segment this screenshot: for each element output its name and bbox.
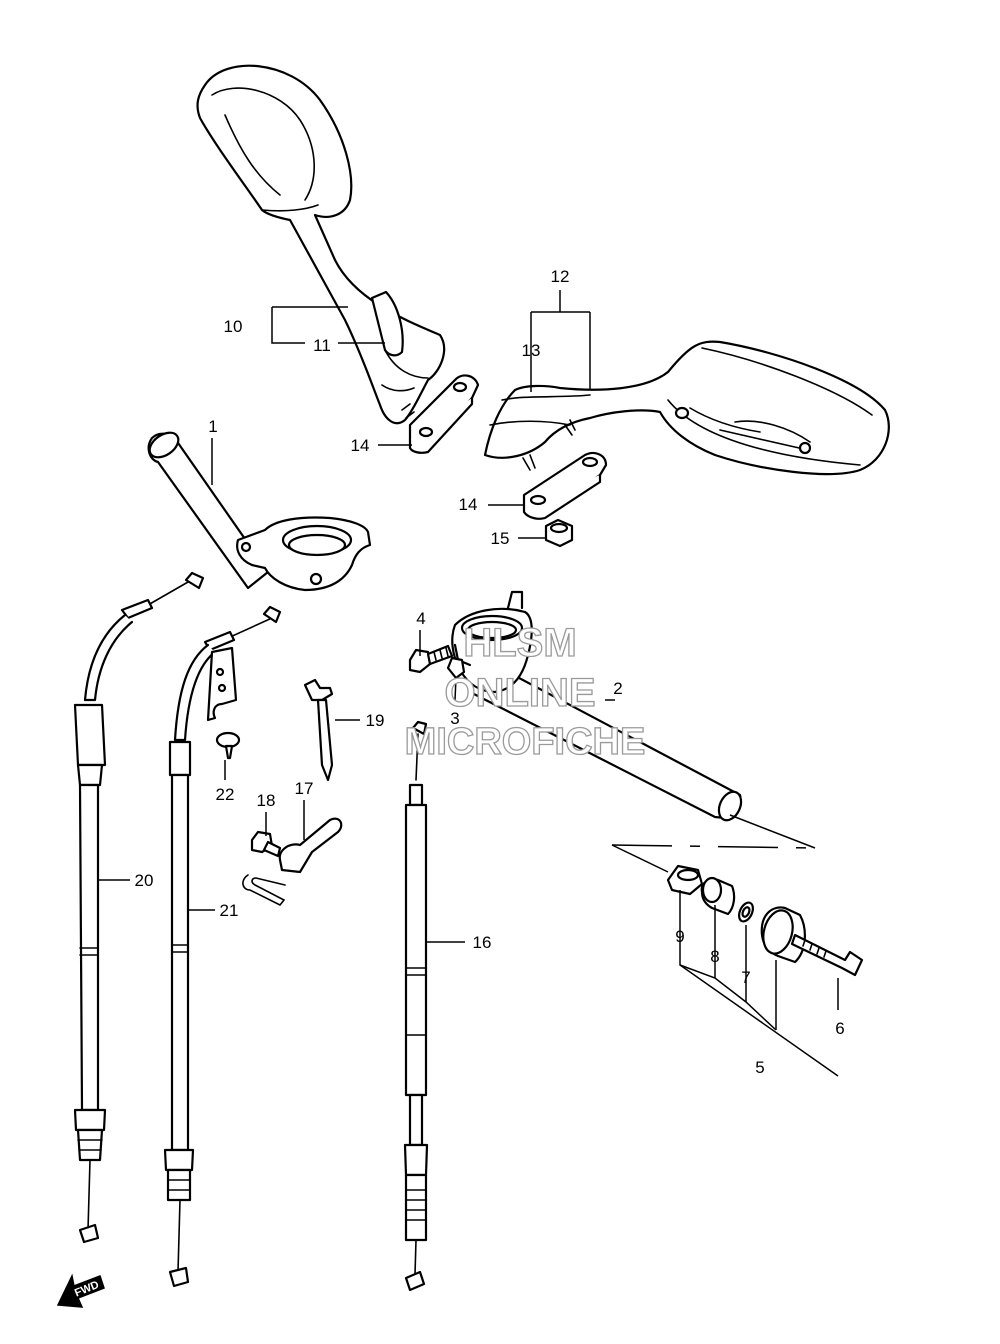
cable-bracket[interactable]	[206, 646, 238, 722]
watermark-line-2: ONLINE	[444, 671, 595, 715]
callout-1: 1	[208, 417, 217, 436]
left-mirror[interactable]	[196, 64, 446, 425]
throttle-cable-20[interactable]	[73, 571, 205, 1244]
clutch-cable-16[interactable]	[403, 720, 429, 1292]
callout-5: 5	[755, 1058, 764, 1077]
callout-14-lower: 14	[459, 495, 478, 514]
fwd-label: FWD	[73, 1279, 101, 1300]
handlebar-bolt[interactable]	[408, 644, 454, 674]
bar-end-screw[interactable]	[790, 933, 864, 977]
right-mirror[interactable]	[483, 340, 890, 476]
callout-8: 8	[710, 947, 719, 966]
callout-18: 18	[257, 791, 276, 810]
cable-clamp[interactable]	[242, 817, 343, 907]
callout-16: 16	[473, 933, 492, 952]
bar-end-washer[interactable]	[736, 900, 755, 923]
throttle-cable-21[interactable]	[163, 605, 282, 1288]
bar-end-spacer[interactable]	[700, 876, 736, 916]
bar-end-weight[interactable]	[759, 906, 806, 964]
watermark-line-3: MICROFICHE	[405, 721, 646, 763]
callout-2: 2	[613, 679, 622, 698]
callout-17: 17	[295, 779, 314, 798]
mirror-nut[interactable]	[544, 518, 574, 548]
bracket-screw[interactable]	[215, 731, 241, 760]
callout-3: 3	[450, 709, 459, 728]
callout-9: 9	[675, 927, 684, 946]
handlebar-right[interactable]	[451, 590, 745, 824]
mirror-mount-plate-right[interactable]	[522, 451, 608, 520]
watermark-line-1: HLSM	[463, 621, 576, 665]
bar-end-holder[interactable]	[666, 864, 704, 896]
handlebar-spacer[interactable]	[446, 656, 466, 680]
handlebar-left[interactable]	[145, 428, 372, 592]
callout-20: 20	[135, 871, 154, 890]
callout-10: 10	[224, 317, 243, 336]
callout-12: 12	[551, 267, 570, 286]
callout-13: 13	[522, 341, 541, 360]
callout-22: 22	[216, 785, 235, 804]
mirror-mount-plate-left[interactable]	[408, 374, 480, 454]
callout-11: 11	[313, 336, 331, 355]
clamp-bolt[interactable]	[250, 830, 282, 858]
callout-7: 7	[741, 968, 750, 987]
callout-19: 19	[366, 711, 385, 730]
tie-wrap[interactable]	[303, 678, 334, 782]
callout-15: 15	[491, 529, 510, 548]
callout-21: 21	[220, 901, 239, 920]
callout-6: 6	[835, 1019, 844, 1038]
fwd-arrow-icon: FWD	[56, 1273, 105, 1308]
callout-14-upper: 14	[351, 436, 370, 455]
callout-4: 4	[416, 609, 425, 628]
